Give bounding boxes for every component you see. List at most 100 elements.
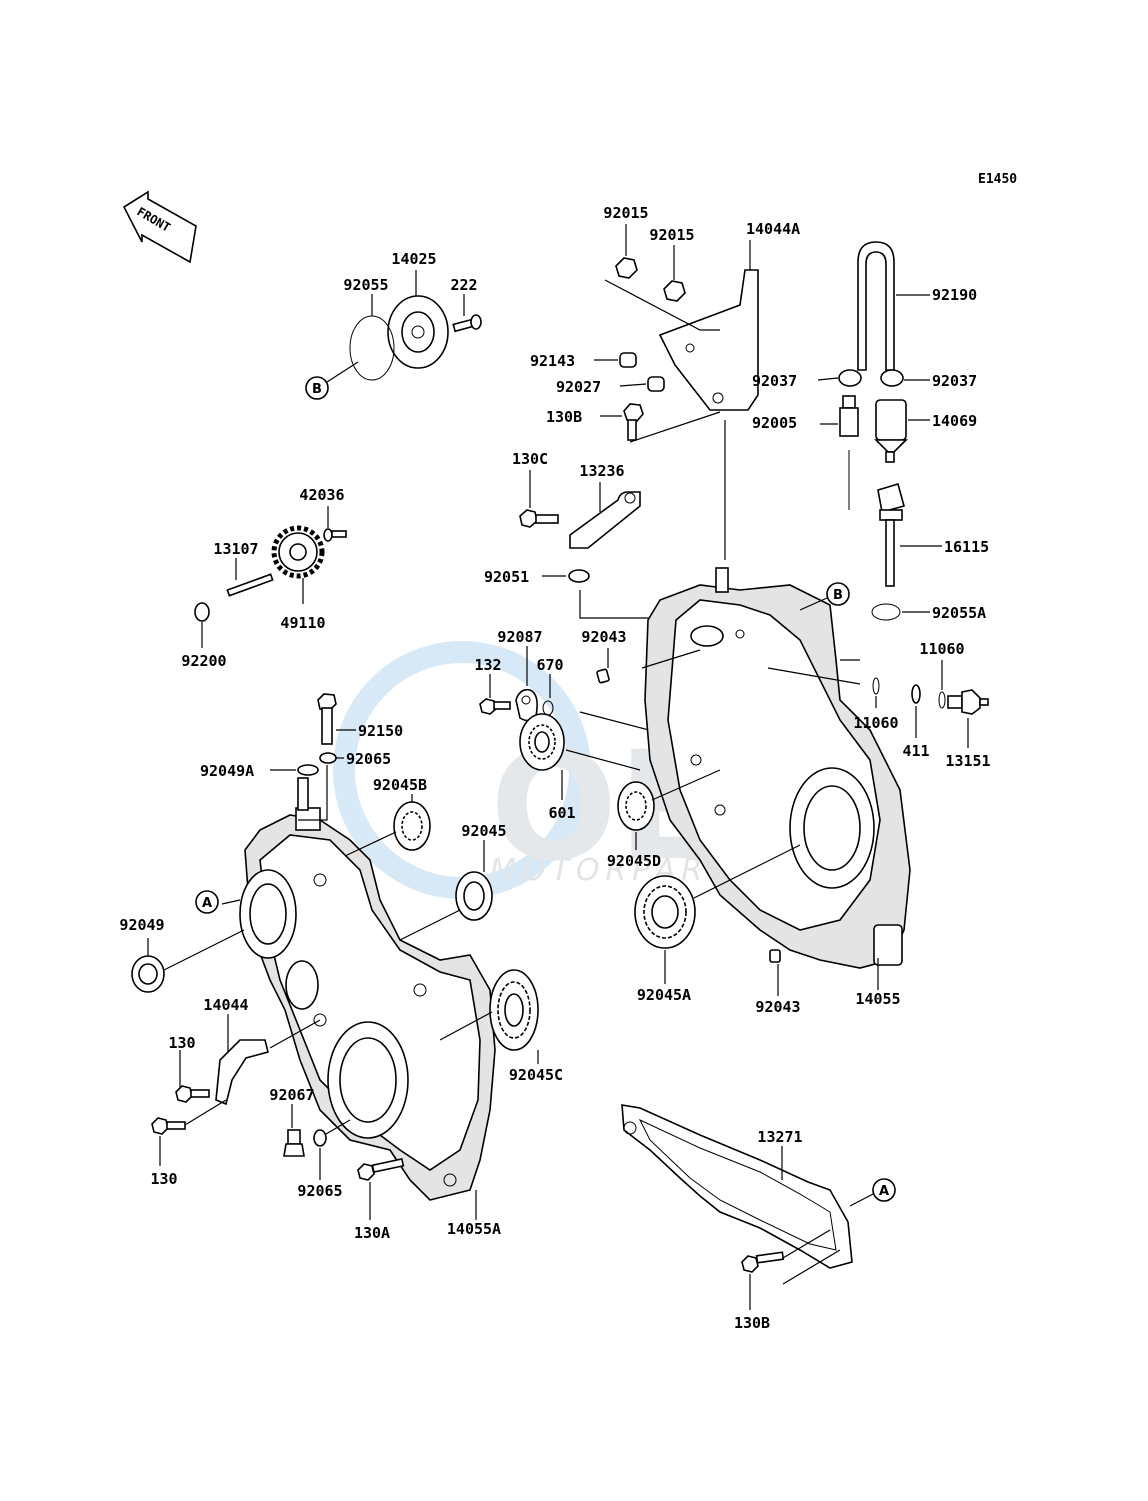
label-92043: 92043	[581, 628, 626, 646]
oring-11060-a	[872, 677, 880, 695]
label-92045: 92045	[461, 822, 506, 840]
label-13107: 13107	[213, 540, 258, 558]
cover-14025	[387, 295, 449, 369]
seal-92049	[131, 955, 165, 993]
label-92065: 92065	[297, 1182, 342, 1200]
oil-pump-gear-49110	[271, 525, 325, 579]
label-130B: 130B	[734, 1314, 770, 1332]
oring-11060-b	[938, 691, 946, 709]
label-670: 670	[536, 656, 563, 674]
label-92055: 92055	[343, 276, 388, 294]
bearing-92045b	[393, 801, 431, 851]
label-92045A: 92045A	[637, 986, 691, 1004]
label-92190: 92190	[932, 286, 977, 304]
label-14055: 14055	[855, 990, 900, 1008]
washer-92065-b	[313, 1129, 327, 1147]
label-92087: 92087	[497, 628, 542, 646]
nut-92015-a	[615, 257, 638, 279]
nut-92015-b	[663, 280, 686, 302]
label-16115: 16115	[944, 538, 989, 556]
callout-b-top: B	[305, 376, 329, 400]
label-92027: 92027	[556, 378, 601, 396]
plug-92067	[283, 1129, 305, 1157]
bolt-130-b	[151, 1117, 186, 1135]
svg-text:A: A	[879, 1184, 889, 1199]
lever-13236	[569, 491, 641, 549]
bearing-601	[519, 713, 565, 771]
label-14044A: 14044A	[746, 220, 800, 238]
callout-a-left: A	[195, 890, 219, 914]
label-92051: 92051	[484, 568, 529, 586]
screw-222	[452, 314, 482, 333]
label-14055A: 14055A	[447, 1220, 501, 1238]
dipstick-16115	[877, 482, 905, 587]
dowel-92043-a	[596, 668, 610, 684]
label-130: 130	[168, 1034, 195, 1052]
callout-a-right: A	[872, 1178, 896, 1202]
label-130: 130	[150, 1170, 177, 1188]
bearing-92045c	[489, 969, 539, 1051]
bolt-130c	[519, 509, 559, 528]
label-92015: 92015	[603, 204, 648, 222]
label-92015: 92015	[649, 226, 694, 244]
front-arrow-icon: FRONT	[122, 190, 197, 264]
label-601: 601	[548, 804, 575, 822]
shaft-13107	[226, 573, 274, 597]
label-130A: 130A	[354, 1224, 390, 1242]
label-411: 411	[902, 742, 929, 760]
label-92150: 92150	[358, 722, 403, 740]
switch-13151	[947, 689, 989, 715]
label-92045C: 92045C	[509, 1066, 563, 1084]
label-92143: 92143	[530, 352, 575, 370]
breather-filter-14069	[874, 399, 908, 463]
label-14025: 14025	[391, 250, 436, 268]
washer-411	[911, 684, 921, 704]
dowel-92043-b	[769, 949, 781, 963]
bracket-14044	[215, 1039, 269, 1106]
label-14069: 14069	[932, 412, 977, 430]
label-13236: 13236	[579, 462, 624, 480]
bearing-92045a	[634, 875, 696, 949]
label-92005: 92005	[752, 414, 797, 432]
label-92049A: 92049A	[200, 762, 254, 780]
label-130B: 130B	[546, 408, 582, 426]
fitting-92005	[839, 395, 859, 437]
collar-92027	[647, 376, 665, 392]
label-92200: 92200	[181, 652, 226, 670]
washer-92049a	[297, 764, 319, 776]
clamp-92037-left	[838, 369, 862, 387]
bracket-14044a	[658, 269, 759, 411]
oring-92055a	[871, 603, 901, 621]
pin-42036	[323, 528, 347, 542]
label-222: 222	[450, 276, 477, 294]
svg-text:B: B	[312, 382, 322, 397]
part-labels: 92015 92015 14044A 92190 14025 92055 222…	[119, 204, 990, 1332]
label-132: 132	[474, 656, 501, 674]
label-92055A: 92055A	[932, 604, 986, 622]
svg-text:A: A	[202, 896, 212, 911]
label-13271: 13271	[757, 1128, 802, 1146]
washer-92065-a	[319, 752, 337, 764]
crankcase-cover-14055	[644, 567, 911, 969]
washer-92200	[194, 602, 210, 622]
label-49110: 49110	[280, 614, 325, 632]
bolt-130b-bottom	[741, 1251, 785, 1273]
label-92067: 92067	[269, 1086, 314, 1104]
bolt-132	[479, 698, 511, 715]
label-92049: 92049	[119, 916, 164, 934]
gasket-13271	[621, 1104, 853, 1269]
label-92045D: 92045D	[607, 852, 661, 870]
label-92037: 92037	[752, 372, 797, 390]
label-92065: 92065	[346, 750, 391, 768]
label-42036: 42036	[299, 486, 344, 504]
label-130C: 130C	[512, 450, 548, 468]
label-14044: 14044	[203, 996, 248, 1014]
label-92037: 92037	[932, 372, 977, 390]
clamp-92037-right	[880, 369, 904, 387]
collar-92143	[619, 352, 637, 368]
label-11060: 11060	[919, 640, 964, 658]
oring-92055	[349, 315, 395, 381]
bearing-92045d	[617, 781, 655, 831]
